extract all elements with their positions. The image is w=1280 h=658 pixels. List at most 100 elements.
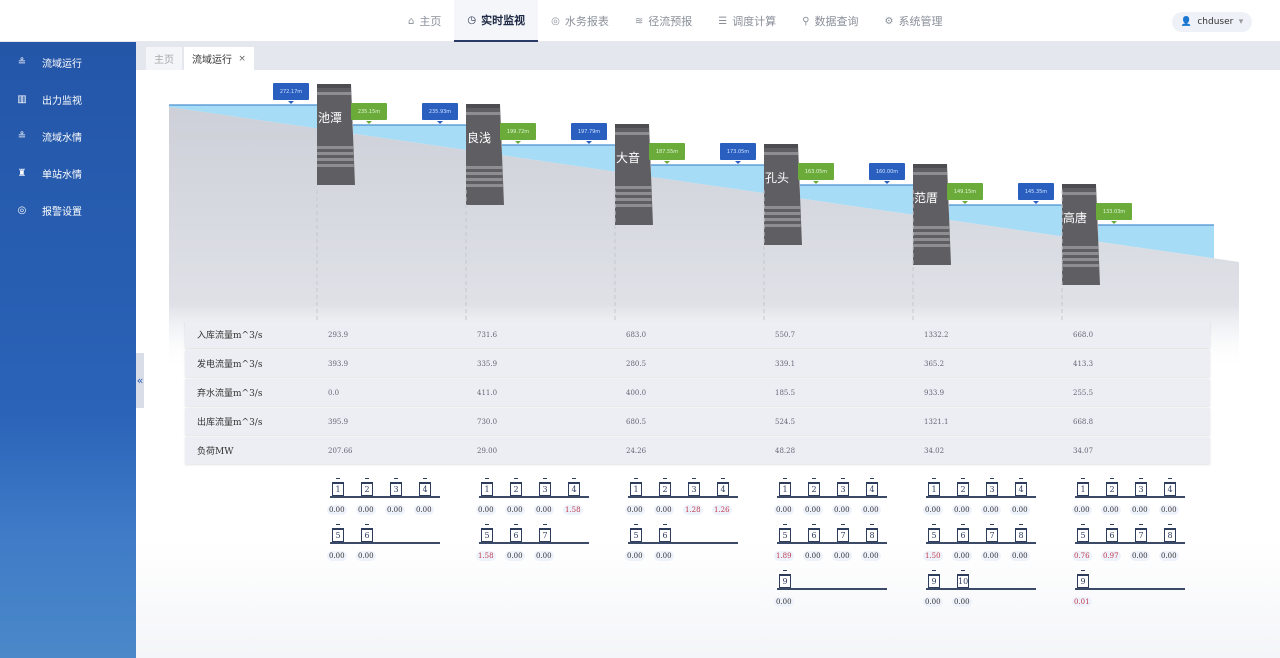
table-cell: 680.5 — [626, 417, 647, 426]
table-cell: 0.0 — [328, 388, 340, 397]
generator-icon: 2 — [808, 478, 820, 496]
table-cell: 293.9 — [328, 330, 349, 339]
generator-icon: 4 — [866, 478, 878, 496]
sidebar-label: 流域运行 — [42, 59, 82, 70]
nav-item-2[interactable]: ◎水务报表 — [538, 0, 622, 42]
wave-icon: ≋ — [634, 15, 644, 27]
reservoir-water — [353, 125, 466, 151]
unit-output: 0.00 — [356, 551, 376, 561]
sliders-icon: ☰ — [718, 15, 728, 27]
dam-name: 大音 — [616, 151, 641, 165]
nav-item-4[interactable]: ☰调度计算 — [705, 0, 789, 42]
generator-icon: 5 — [332, 524, 344, 542]
table-cell: 29.00 — [477, 446, 498, 455]
dam-stripe — [317, 92, 352, 95]
dam-body — [1062, 184, 1100, 285]
nav-item-1[interactable]: ◷实时监视 — [454, 0, 539, 42]
dam-stripe — [317, 158, 354, 161]
river-profile-diagram — [169, 84, 1239, 400]
table-cell: 411.0 — [477, 388, 498, 397]
unit-busbar — [1075, 588, 1185, 590]
generator-icon: 7 — [1135, 524, 1147, 542]
tab-label: 主页 — [154, 55, 174, 66]
sidebar-item-1[interactable]: ▥出力监视 — [0, 81, 136, 118]
unit-output: 0.00 — [356, 505, 376, 515]
dam-stripe — [764, 212, 801, 215]
unit-output: 0.00 — [1101, 505, 1121, 515]
generator-icon: 6 — [659, 524, 671, 542]
table-cell: 1332.2 — [924, 330, 949, 339]
dam-name: 良浅 — [467, 131, 492, 145]
dam-body — [317, 84, 355, 185]
tab-basin-run[interactable]: 流域运行 × — [184, 47, 254, 70]
monitor-icon: ◷ — [467, 14, 477, 26]
unit-output: 0.00 — [1130, 505, 1150, 515]
generator-icon: 6 — [808, 524, 820, 542]
sidebar-collapse-button[interactable]: « — [136, 353, 144, 408]
generator-icon: 4 — [1015, 478, 1027, 496]
sidebar-item-0[interactable]: ≗流域运行 — [0, 44, 136, 81]
unit-busbar — [777, 496, 887, 498]
dam-stripe — [1062, 258, 1099, 261]
generator-icon: 2 — [361, 478, 373, 496]
generator-icon: 3 — [539, 478, 551, 496]
generator-icon: 6 — [957, 524, 969, 542]
generator-icon: 4 — [1164, 478, 1176, 496]
chevron-down-icon: ▾ — [1238, 17, 1244, 27]
generator-icon: 9 — [1077, 570, 1089, 588]
dam-name: 池潭 — [318, 111, 343, 125]
unit-busbar — [1075, 496, 1185, 498]
generator-icon: 1 — [481, 478, 493, 496]
table-cell: 731.6 — [477, 330, 498, 339]
dam-stripe — [913, 238, 950, 241]
nav-item-3[interactable]: ≋径流预报 — [622, 0, 705, 42]
dam-name: 孔头 — [765, 171, 790, 185]
upstream-level-label: 272.17m — [273, 83, 309, 104]
generator-icon: 7 — [986, 524, 998, 542]
unit-output: 0.00 — [534, 505, 554, 515]
unit-output: 1.89 — [774, 551, 794, 561]
unit-output: 0.00 — [1072, 505, 1092, 515]
unit-output: 1.28 — [683, 505, 703, 515]
sidebar-item-2[interactable]: ≗流域水情 — [0, 118, 136, 155]
dam-stripe — [317, 146, 354, 149]
user-menu[interactable]: 👤 chduser ▾ — [1172, 12, 1252, 32]
dam-stripe — [1062, 252, 1099, 255]
user-icon: 👤 — [1180, 17, 1192, 27]
sidebar-item-3[interactable]: ♜单站水情 — [0, 155, 136, 192]
nav-label: 水务报表 — [564, 15, 609, 28]
unit-busbar — [926, 588, 1036, 590]
unit-output: 0.00 — [385, 505, 405, 515]
downstream-level-label: 163.05m — [798, 163, 834, 184]
unit-busbar — [330, 542, 440, 544]
dam-crest — [466, 104, 500, 108]
dam-crest — [913, 164, 947, 168]
nav-item-6[interactable]: ⚙系统管理 — [872, 0, 956, 42]
unit-output: 0.00 — [861, 551, 881, 561]
dam-stripe — [466, 172, 503, 175]
nav-item-5[interactable]: ⚲数据查询 — [789, 0, 871, 42]
dam-stripe — [317, 152, 354, 155]
unit-output: 0.00 — [654, 505, 674, 515]
close-icon[interactable]: × — [238, 53, 246, 64]
nav-item-0[interactable]: ⌂主页 — [395, 0, 454, 42]
unit-output: 0.00 — [327, 505, 347, 515]
generator-icon: 4 — [568, 478, 580, 496]
tab-home[interactable]: 主页 — [146, 47, 182, 70]
reservoir-water — [169, 105, 317, 129]
generator-icon: 3 — [837, 478, 849, 496]
generator-icon: 2 — [659, 478, 671, 496]
unit-output: 0.00 — [476, 505, 496, 515]
unit-output: 0.00 — [1159, 505, 1179, 515]
dam-stripe — [913, 172, 948, 175]
tab-bar: 主页 流域运行 × — [136, 42, 1280, 70]
unit-output: 0.01 — [1072, 597, 1092, 607]
row-label: 发电流量m^3/s — [197, 360, 263, 370]
table-cell: 393.9 — [328, 359, 349, 368]
dam-name: 范厝 — [914, 191, 939, 205]
sidebar-item-4[interactable]: ◎报警设置 — [0, 192, 136, 229]
generator-icon: 9 — [928, 570, 940, 588]
